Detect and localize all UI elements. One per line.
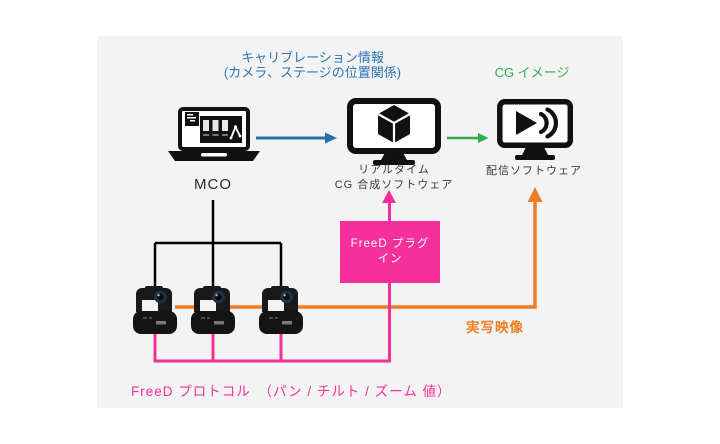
broadcast-software-label: 配信ソフトウェア — [486, 165, 582, 177]
realtime-cg-label: リアルタイム CG 合成ソフトウェア — [322, 163, 466, 192]
freed-plugin-label: FreeD プラグイン — [350, 238, 430, 265]
ptz-camera-icon — [132, 286, 178, 336]
ptz-camera-icon — [258, 286, 304, 336]
calibration-caption-line1: キャリブレーション情報 — [241, 50, 384, 65]
freed-protocol-caption: FreeD プロトコル （パン / チルト / ズーム 値） — [131, 384, 452, 399]
freed-plugin-box: FreeD プラグイン — [340, 221, 440, 283]
realtime-cg-label-line1: リアルタイム — [358, 164, 430, 176]
calibration-caption-line2: (カメラ、ステージの位置関係) — [223, 65, 402, 80]
laptop-icon — [168, 107, 260, 164]
realtime-cg-label-line2: CG 合成ソフトウェア — [334, 178, 454, 191]
mco-label: MCO — [194, 176, 232, 193]
monitor-cube-icon — [347, 98, 441, 166]
monitor-play-icon — [497, 99, 573, 165]
calibration-caption: キャリブレーション情報 (カメラ、ステージの位置関係) — [190, 50, 435, 80]
ptz-camera-icon — [190, 286, 236, 336]
live-video-caption: 実写映像 — [466, 320, 524, 335]
cg-image-caption: CG イメージ — [494, 65, 570, 80]
